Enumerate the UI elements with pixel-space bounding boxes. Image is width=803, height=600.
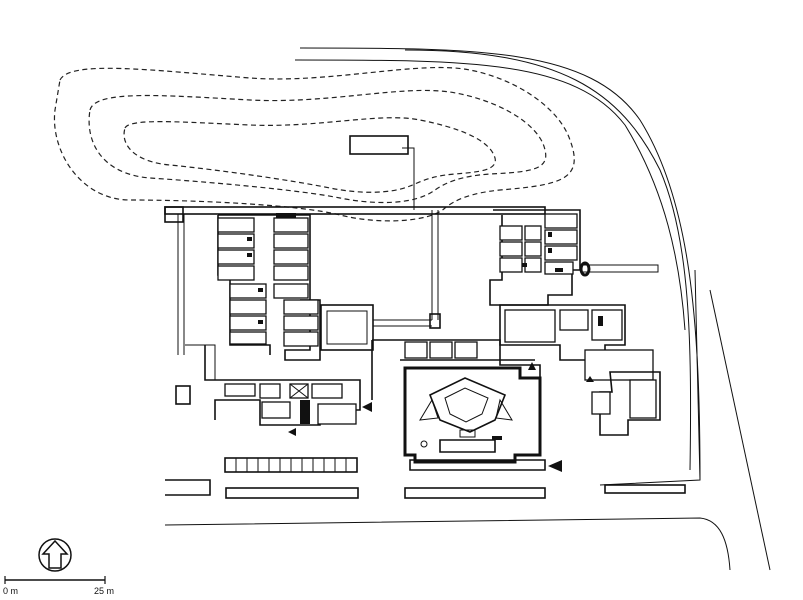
courtyard-pavilion xyxy=(320,304,441,351)
central-corridor xyxy=(371,339,541,400)
west-wing xyxy=(177,213,321,361)
parking-rows xyxy=(165,457,686,499)
scale-end-label: 25 m xyxy=(94,586,115,596)
entrance-arrow-south xyxy=(548,460,562,472)
east-wing-outline xyxy=(489,209,581,306)
road-curve-outer xyxy=(299,47,701,481)
pavilion-inner xyxy=(326,310,368,345)
road-diagonal xyxy=(709,289,771,571)
walkway-bar xyxy=(164,206,546,215)
road-south xyxy=(164,517,731,571)
south-west-wing xyxy=(175,344,361,426)
hall-seating-hexagon xyxy=(428,377,507,433)
pavilion-connector xyxy=(373,319,432,327)
west-wing-outline xyxy=(218,214,321,361)
road-east-edge xyxy=(599,269,701,486)
pavilion-block xyxy=(349,135,409,155)
hall-outline xyxy=(403,366,542,464)
landscape-contours xyxy=(53,66,575,222)
perimeter-roads xyxy=(164,47,771,571)
contour-inner xyxy=(123,117,496,193)
pavilion-outer xyxy=(320,304,374,351)
walkway-post-west xyxy=(164,206,184,223)
scale-bar xyxy=(4,576,106,584)
west-colonnade xyxy=(177,214,185,355)
pavilion-walkway xyxy=(402,147,415,210)
north-pavilion xyxy=(349,135,415,210)
entrance-arrows xyxy=(288,362,594,472)
hall-altar xyxy=(439,439,496,453)
east-service-block xyxy=(499,304,661,436)
north-arrow-icon xyxy=(38,538,72,572)
road-curve-sidewalk xyxy=(294,59,686,331)
east-wing xyxy=(489,209,659,306)
scale-start-label: 0 m xyxy=(3,586,19,596)
west-wing-rooms xyxy=(217,217,319,347)
east-wing-rooms xyxy=(499,213,578,275)
east-walkway xyxy=(580,264,659,273)
entrance-arrow-west xyxy=(362,402,372,412)
assembly-hall xyxy=(403,366,542,464)
contour-middle xyxy=(88,89,547,204)
road-curve-inner xyxy=(404,49,692,471)
contour-outer xyxy=(53,66,575,222)
